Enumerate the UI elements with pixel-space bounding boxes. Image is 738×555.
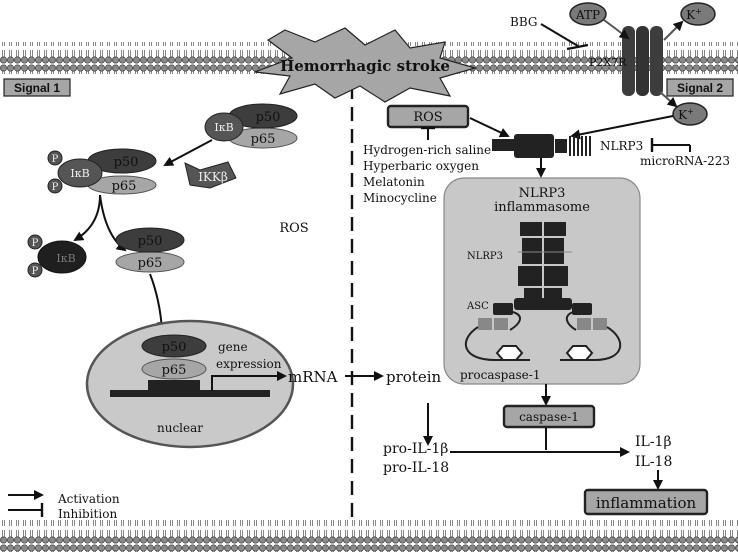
p2x7r-channel-mid [636,26,649,96]
gene-expression-line2: expression [216,357,282,371]
mrna-label: mRNA [288,368,338,386]
arrow-ros-to-nlrp3 [469,117,510,138]
phospho-mid-2-label: P [52,182,59,193]
phospho-low-2 [27,262,43,278]
arrow-atp-to-p2x7r [603,19,630,40]
p2x7r-label: P2X7R [589,56,627,69]
caspase-label: caspase-1 [519,410,579,424]
arrow-into-nucleus [149,273,167,332]
asc-label: ASC [466,301,489,312]
p65-top-label: p65 [251,132,276,147]
stroke-burst-shape [254,27,478,103]
treatment-1: Hydrogen-rich saline [363,143,491,157]
p65-free-label: p65 [138,256,163,271]
ikkb-shape [184,161,237,189]
il18-label: IL-18 [635,454,672,470]
signal1-box [3,78,71,97]
phospho-low-1 [27,234,43,250]
phospho-mid-2 [47,178,63,194]
arrow-k-efflux [663,20,684,41]
bbg-inhibit-line [540,23,579,47]
phospho-mid-1-label: P [52,154,59,165]
phospho-low-1-label: P [32,238,39,249]
p2x7r-channel-right [650,26,663,96]
p50-top-label: p50 [256,110,281,125]
pro-il18-label: pro-IL-18 [383,460,449,476]
p50-free-ellipse [115,227,185,253]
p50-nuc-label: p50 [162,340,187,355]
inflammation-box [583,488,709,516]
atp-ellipse [569,2,607,26]
legend-inhibition-label: Inhibition [58,507,117,521]
k-in-ellipse [672,102,708,126]
promoter-block [148,380,200,392]
p65-mid-label: p65 [112,179,137,194]
p50-mid-label: p50 [114,155,139,170]
signal1-label: Signal 1 [14,81,60,95]
asc-procaspase-complex [464,303,622,361]
p50-free-label: p50 [138,234,163,249]
ikb-top-label: IκB [214,121,233,134]
ikb-mid-label: IκB [70,167,89,180]
k-in-label: K+ [678,107,694,122]
legend-activation-label: Activation [57,492,120,506]
treatment-3: Melatonin [363,175,425,189]
ikb-degraded-label: IκB [56,252,75,265]
arrow-k-to-nlrp3 [570,115,674,140]
protein-label: protein [386,368,442,386]
procaspase-label: procaspase-1 [460,368,540,382]
inflammation-label: inflammation [596,494,697,512]
pro-il1b-label: pro-IL-1β [383,441,448,457]
k-out-label: K+ [686,7,702,22]
ikkb-label: IKKβ [198,170,228,184]
nlrp3-sensor-horizontal [492,134,591,158]
treatment-2: Hyperbaric oxygen [363,159,479,173]
caspase-box [502,404,596,429]
inflammasome-title-1: NLRP3 [519,186,566,201]
il1b-label: IL-1β [635,434,672,450]
ikb-degraded-ellipse [37,240,87,274]
ros-left-label: ROS [279,221,308,236]
p50-nuc-ellipse [141,334,207,358]
ros-right-label: ROS [413,110,442,125]
ikb-top-ellipse [204,112,244,142]
phospho-low-2-label: P [32,266,39,277]
dna-bar [110,390,270,397]
bbg-inhibit-bar [566,43,589,51]
nlrp3-sensor-label: NLRP3 [600,139,643,153]
title-hemorrhagic-stroke: Hemorrhagic stroke [280,57,450,75]
phospho-mid-1 [47,150,63,166]
gene-expression-line1: gene [218,340,248,354]
p65-nuc-label: p65 [162,363,187,378]
treatment-4: Minocycline [363,191,437,205]
p65-nuc-ellipse [141,358,207,380]
arrow-ikb-to-phospho [163,139,213,166]
nlrp3-oligomer [514,222,572,310]
ikb-mid-ellipse [57,158,103,188]
signal2-box [666,78,734,97]
bbg-label: BBG [510,15,537,29]
p2x7r-channel-left [622,26,635,96]
nuclear-label: nuclear [157,421,203,435]
microrna-label: microRNA-223 [640,154,730,168]
atp-label: ATP [575,8,600,22]
arrow-transcription [211,371,287,391]
cell-membrane-bottom [0,520,738,552]
signal2-label: Signal 2 [677,81,723,95]
k-out-ellipse [680,2,716,26]
inflammasome-title-2: inflammasome [494,200,590,215]
arrow-to-degraded-ikb [73,194,101,242]
nlrp3-small-label: NLRP3 [467,251,503,262]
arrow-k-in-from-channel [659,91,678,108]
